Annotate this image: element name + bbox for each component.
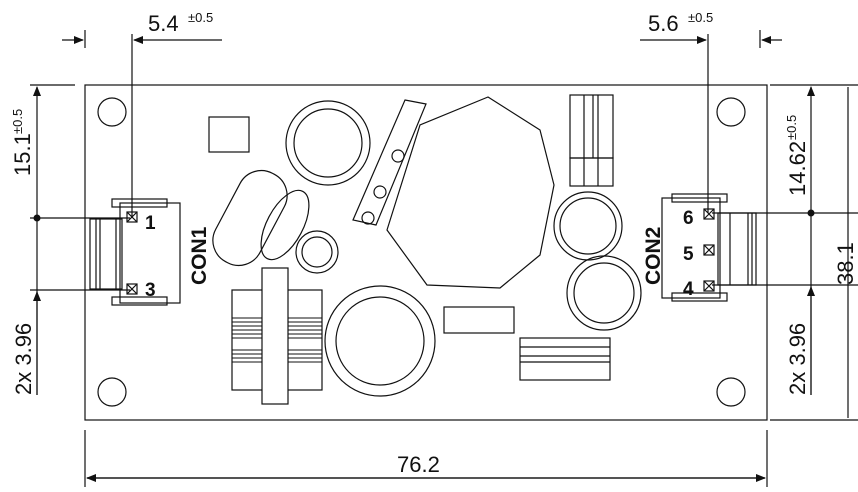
left-vertical-value: 15.1 — [10, 133, 35, 176]
con1-pin-3: 3 — [145, 280, 156, 301]
board-width: 76.2 — [397, 452, 440, 477]
con1-connector — [89, 198, 181, 306]
board-height: 38.1 — [833, 242, 858, 285]
con1-pin-1: 1 — [145, 213, 156, 234]
con2-pin-4: 4 — [683, 279, 694, 300]
con2-pin-6: 6 — [683, 208, 694, 229]
right-pitch: 2x 3.96 — [785, 323, 810, 395]
left-pitch: 2x 3.96 — [11, 323, 36, 395]
con1-offset-tolerance: ±0.5 — [188, 10, 213, 25]
left-vertical-tolerance: ±0.5 — [10, 109, 25, 134]
con2-connector — [661, 193, 757, 302]
right-vertical-tolerance: ±0.5 — [784, 115, 799, 140]
con1-offset-value: 5.4 — [148, 11, 179, 36]
choke-inductor — [231, 267, 323, 405]
con2-offset-value: 5.6 — [648, 11, 679, 36]
datum-dot-left — [33, 214, 41, 222]
con2-offset-tolerance: ±0.5 — [688, 10, 713, 25]
datum-dot-right — [807, 209, 815, 217]
dimension-lines — [30, 30, 858, 490]
board-outline — [84, 84, 768, 421]
components — [208, 94, 642, 397]
con2-label: CON2 — [642, 227, 665, 285]
con1-label: CON1 — [188, 226, 211, 285]
mounting-holes — [97, 97, 746, 407]
right-vertical-value: 14.62 — [785, 141, 810, 196]
con2-pin-5: 5 — [683, 244, 694, 265]
